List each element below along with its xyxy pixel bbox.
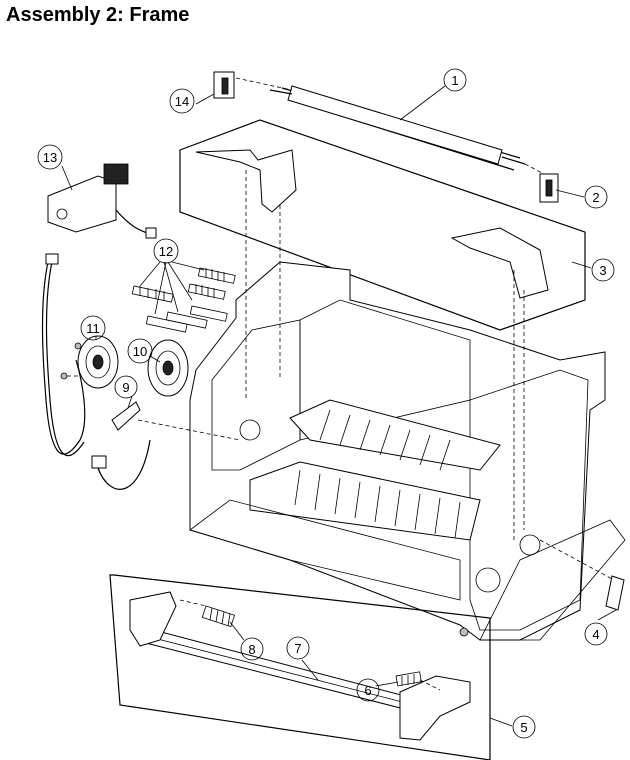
roller-part — [269, 85, 526, 171]
end-bracket-left — [129, 591, 177, 647]
roller-shaft — [141, 627, 421, 713]
spring-right — [395, 671, 422, 687]
bushing-right — [539, 173, 559, 203]
spring-left — [201, 605, 236, 628]
callout-13: 13 — [37, 144, 63, 170]
callout-5: 5 — [512, 715, 536, 739]
callout-label: 3 — [599, 263, 606, 278]
callout-label: 2 — [592, 190, 599, 205]
cable-harness — [45, 261, 85, 457]
callout-2: 2 — [584, 185, 608, 209]
cable-harness — [41, 261, 86, 455]
small-bracket — [111, 401, 141, 431]
end-bracket-right — [399, 675, 471, 741]
pin-part — [605, 575, 625, 611]
dashed-leader — [179, 599, 207, 607]
callout-label: 7 — [294, 641, 301, 656]
callout-label: 6 — [364, 683, 371, 698]
callout-label: 1 — [451, 73, 458, 88]
fan-right — [147, 339, 189, 397]
leader-lines — [61, 85, 617, 727]
bracket-right — [450, 227, 549, 299]
fan-left — [60, 335, 119, 389]
callout-label: 14 — [175, 94, 189, 109]
cable-harness — [97, 439, 151, 490]
callout-label: 11 — [86, 321, 100, 336]
spring-group — [131, 261, 236, 333]
callout-8: 8 — [240, 637, 264, 661]
callout-4: 4 — [584, 622, 608, 646]
callout-1: 1 — [443, 68, 467, 92]
callout-3: 3 — [591, 258, 615, 282]
cable-connector — [91, 455, 107, 469]
lower-inset-box — [109, 574, 491, 760]
main-frame — [189, 261, 626, 641]
callout-10: 10 — [127, 338, 153, 364]
callout-11: 11 — [80, 315, 106, 341]
callout-6: 6 — [356, 678, 380, 702]
dashed-leader — [524, 163, 545, 175]
callout-label: 8 — [248, 642, 255, 657]
callout-12: 12 — [153, 238, 179, 264]
dashed-leader — [539, 539, 615, 581]
page-title: Assembly 2: Frame — [6, 4, 190, 26]
bushing-left — [213, 71, 235, 99]
callout-7: 7 — [286, 636, 310, 660]
callout-label: 4 — [592, 627, 599, 642]
bracket-left — [195, 149, 297, 213]
callout-label: 13 — [43, 150, 57, 165]
callout-label: 12 — [159, 244, 173, 259]
dashed-leader — [235, 77, 293, 91]
dashed-leader — [137, 419, 241, 441]
callout-14: 14 — [169, 88, 195, 114]
callout-9: 9 — [114, 375, 138, 399]
cable-connector — [45, 253, 59, 265]
sensor-assembly — [47, 163, 157, 239]
callout-label: 9 — [122, 380, 129, 395]
upper-inset-box — [179, 119, 586, 331]
callout-label: 10 — [133, 344, 147, 359]
dashed-leader — [419, 679, 441, 691]
callout-label: 5 — [520, 720, 527, 735]
